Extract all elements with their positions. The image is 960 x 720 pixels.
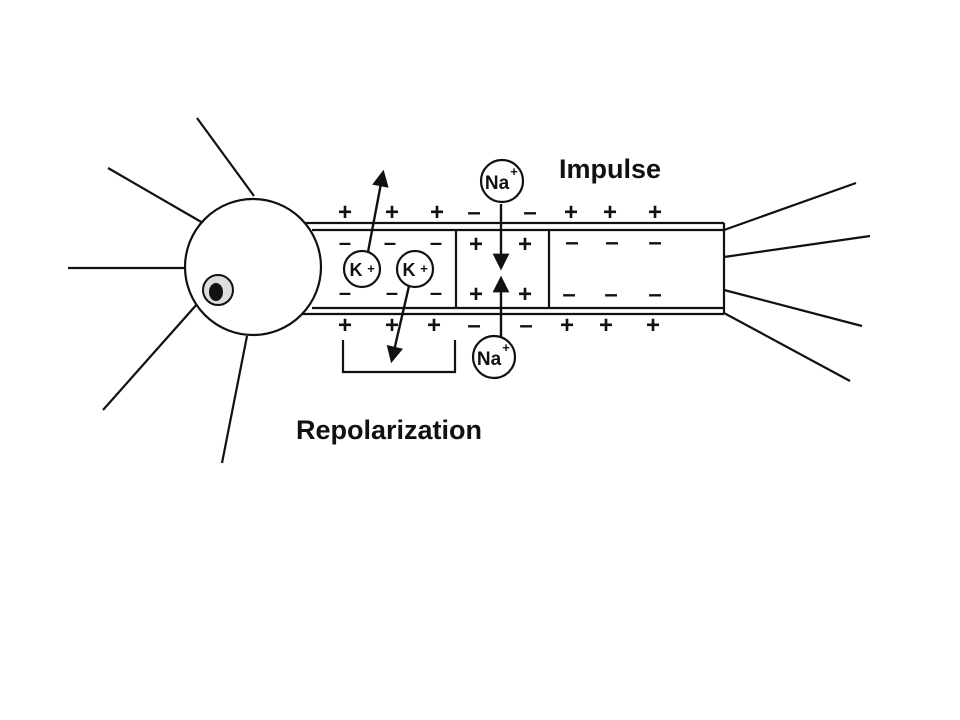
- terminal-2: [723, 234, 871, 259]
- na-ion-bottom-charge: +: [502, 340, 510, 355]
- sign-plus: +: [646, 312, 660, 339]
- sign-minus: –: [430, 280, 442, 305]
- k-ion-2-charge: +: [420, 261, 428, 276]
- sign-plus: +: [338, 312, 352, 339]
- sign-minus: –: [604, 281, 617, 308]
- sign-plus: +: [560, 312, 574, 339]
- terminal-4: [723, 312, 851, 382]
- sign-minus: –: [467, 199, 480, 226]
- sign-minus: –: [339, 230, 351, 255]
- k-to-outside-arrow: [386, 285, 411, 364]
- repolarization-bracket: [341, 340, 457, 374]
- sign-plus: +: [430, 199, 444, 226]
- outer-bottom-signs: + + + – – + + +: [338, 312, 660, 339]
- cell-body: [183, 197, 323, 337]
- sign-plus: +: [564, 199, 578, 226]
- inner-signs-repolarizing: – – – – – –: [339, 230, 442, 305]
- dendrite-1: [196, 117, 255, 197]
- dendrite-4: [102, 302, 199, 411]
- dendrite-2: [107, 167, 204, 224]
- repolarization-label: Repolarization: [296, 415, 482, 445]
- terminal-3: [723, 288, 863, 328]
- na-ion-bottom-label: Na: [477, 349, 502, 370]
- sign-plus: +: [518, 281, 532, 308]
- sign-plus: +: [338, 199, 352, 226]
- axon-terminals: [723, 181, 871, 382]
- sign-minus: –: [339, 280, 351, 305]
- inner-signs-resting: – – – – – –: [562, 229, 661, 308]
- sign-plus: +: [469, 281, 483, 308]
- nucleolus: [209, 283, 223, 301]
- axon: [298, 221, 726, 316]
- k-ion-2: [395, 249, 435, 289]
- dendrite-5: [220, 335, 249, 464]
- k-ion-1-charge: +: [367, 261, 375, 276]
- sign-minus: –: [384, 230, 396, 255]
- sign-minus: –: [467, 312, 480, 339]
- sign-minus: –: [519, 312, 532, 339]
- inner-signs-depolarized: + + + +: [469, 231, 532, 308]
- k-ion-2-label: K: [403, 260, 416, 280]
- sign-minus: –: [386, 280, 398, 305]
- sign-plus: +: [469, 231, 483, 258]
- terminal-1: [723, 181, 857, 232]
- sign-minus: –: [605, 229, 618, 256]
- sign-minus: –: [648, 229, 661, 256]
- dendrites: [68, 117, 255, 464]
- impulse-label: Impulse: [559, 154, 661, 184]
- k-ion-1-label: K: [350, 260, 363, 280]
- sign-minus: –: [562, 281, 575, 308]
- k-ion-1: [342, 249, 382, 289]
- sign-minus: –: [565, 229, 578, 256]
- sign-plus: +: [599, 312, 613, 339]
- na-ion-top-charge: +: [510, 164, 518, 179]
- sign-minus: –: [648, 281, 661, 308]
- na-ion-top: [479, 158, 525, 204]
- sign-plus: +: [603, 199, 617, 226]
- k-efflux-arrow: [366, 169, 389, 253]
- sign-plus: +: [518, 231, 532, 258]
- sign-minus: –: [523, 199, 536, 226]
- sign-plus: +: [427, 312, 441, 339]
- outer-top-signs: + + + – – + + +: [338, 199, 662, 226]
- sign-plus: +: [385, 312, 399, 339]
- sign-plus: +: [648, 199, 662, 226]
- sign-minus: –: [430, 230, 442, 255]
- na-ion-top-label: Na: [485, 173, 510, 194]
- na-ion-bottom: [471, 334, 517, 380]
- sign-plus: +: [385, 199, 399, 226]
